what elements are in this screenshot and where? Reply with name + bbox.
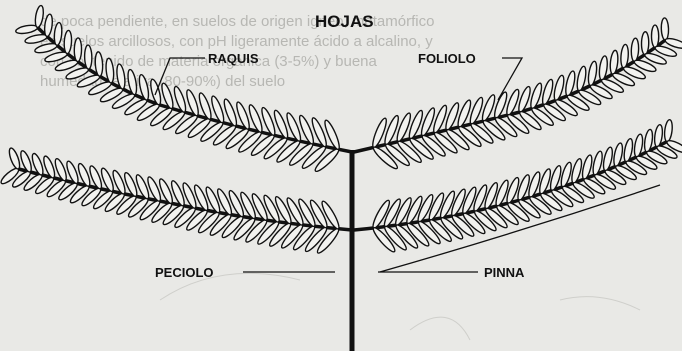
diagram-title: HOJAS (315, 12, 374, 31)
leaflet (661, 18, 669, 40)
background-text-line-1: de poca pendiente, en suelos de origen i… (40, 13, 434, 30)
label-pinna: PINNA (484, 265, 525, 280)
leaflet (84, 45, 92, 69)
leaflet (664, 119, 674, 142)
leaflet (631, 38, 639, 62)
label-foliolo: FOLIOLO (418, 51, 476, 66)
background-text-line-2: en suelos arcillosos, con pH ligeramente… (40, 33, 433, 50)
leaflet (651, 25, 658, 48)
leaflet (15, 24, 38, 35)
leaflet (74, 38, 82, 62)
background-sketch (160, 273, 640, 340)
label-peciolo: PECIOLO (155, 265, 214, 280)
leaflet (641, 32, 649, 55)
label-raquis: RAQUIS (208, 51, 259, 66)
leaflet (7, 147, 21, 170)
